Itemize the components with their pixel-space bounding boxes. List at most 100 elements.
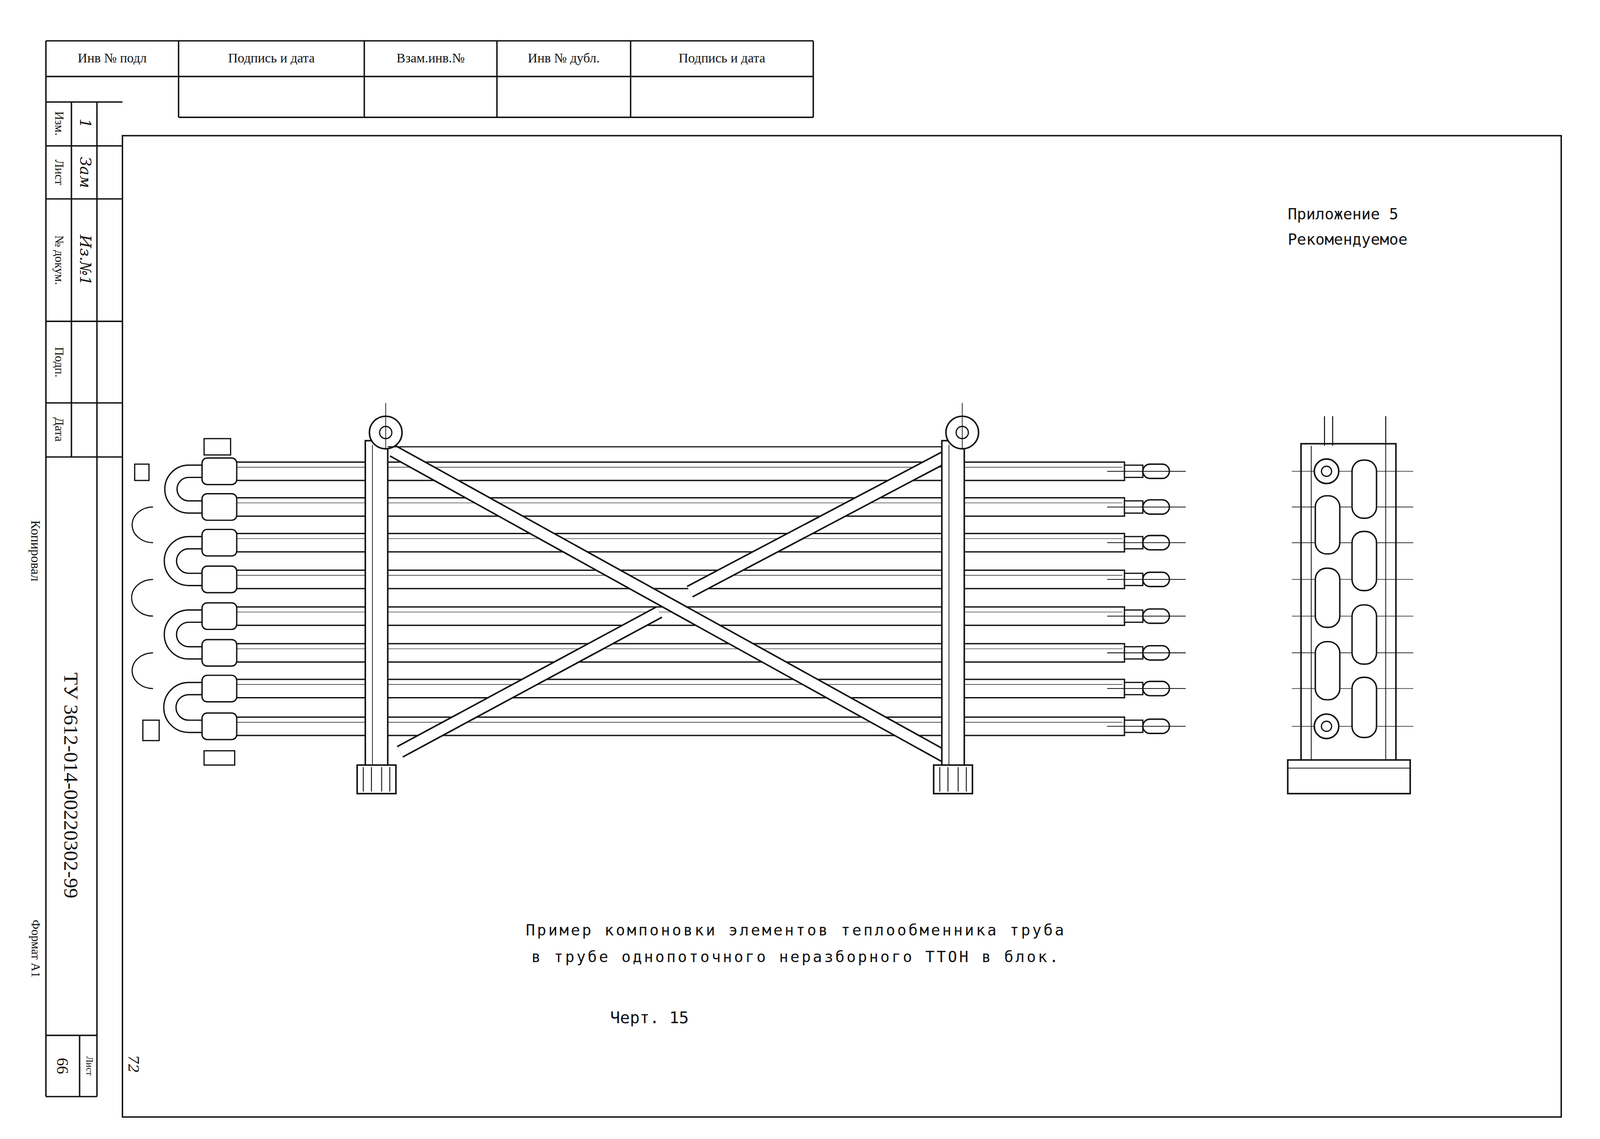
table-header: Инв № дубл. (496, 51, 631, 65)
return-bend (176, 477, 202, 501)
pipe-section (1314, 714, 1339, 739)
return-bend (176, 622, 202, 648)
center-line (1107, 615, 1186, 617)
center-line (1107, 726, 1186, 728)
center-line (1107, 506, 1186, 508)
table-line (96, 102, 98, 1098)
table-line (45, 456, 123, 458)
table-line (45, 402, 123, 404)
center-line (1107, 688, 1186, 690)
figure-number: Черт. 15 (610, 1010, 690, 1027)
bend-section (1352, 604, 1377, 665)
pipe-flange (202, 529, 238, 557)
foot-rib (389, 767, 391, 792)
revision-entry: Из.№1 (76, 234, 92, 286)
pipe-section (1314, 459, 1339, 484)
table-line (45, 145, 123, 147)
top-edge (387, 446, 943, 448)
table-line (45, 320, 123, 323)
frame-edge (1385, 445, 1387, 761)
diagonal-brace (392, 451, 952, 761)
front-view (131, 403, 1186, 795)
diagonal-brace (400, 612, 660, 753)
table-line (177, 40, 180, 118)
table-line (812, 40, 815, 118)
center-line (961, 403, 963, 449)
side-view (1287, 416, 1414, 794)
revision-entry: Зам (76, 156, 92, 188)
post (1385, 416, 1386, 446)
frame-edge (1310, 445, 1312, 761)
diagonal-brace (689, 456, 947, 592)
table-line (45, 198, 123, 200)
revision-header: Изм. (52, 111, 65, 136)
table-header: Подпись и дата (178, 51, 365, 65)
sheet-number: 66 (54, 1058, 71, 1075)
revision-header: № докум. (52, 235, 65, 286)
sheet-frame (45, 40, 1562, 1118)
appendix-label: Приложение 5 (1287, 207, 1399, 223)
fitting (204, 438, 231, 456)
revision-header: Дата (52, 417, 65, 442)
foot-rib (947, 767, 949, 792)
return-bend (176, 548, 202, 574)
foot-rib (939, 767, 941, 792)
fitting (142, 720, 160, 741)
sheet-label: Лист (84, 1056, 94, 1077)
table-line (45, 40, 814, 42)
center-line (385, 403, 387, 449)
post (1332, 416, 1334, 446)
drawing-border (122, 135, 1562, 1118)
post (1323, 416, 1325, 446)
fitting (134, 464, 150, 481)
foot-rib (371, 767, 372, 792)
table-header: Инв № подл (45, 51, 179, 65)
center-line (1107, 542, 1186, 544)
pipe-section (1321, 466, 1332, 477)
bend-section (1315, 641, 1340, 700)
bend-section (1352, 677, 1377, 738)
side-base (1287, 760, 1411, 794)
pipe-flange (202, 566, 238, 594)
table-line (363, 40, 365, 118)
return-bend (176, 695, 203, 721)
return-bend (163, 682, 203, 734)
diagonal-brace (392, 451, 952, 761)
pipe-flange (202, 639, 238, 667)
foot-rib (957, 767, 959, 792)
pipe-flange (202, 713, 238, 740)
support-column (365, 440, 388, 768)
center-line (1107, 579, 1186, 581)
side-frame (1300, 443, 1396, 763)
bend-section (1352, 531, 1377, 591)
table-line (45, 1034, 97, 1037)
return-bend (164, 610, 202, 660)
table-line (496, 40, 498, 118)
pipe-flange (202, 603, 238, 630)
center-line (1107, 471, 1186, 472)
support-foot (933, 765, 973, 794)
connecting-bend (132, 507, 153, 543)
return-bend (164, 465, 202, 514)
support-column (941, 440, 965, 768)
pipe-flange (202, 675, 238, 703)
appendix-label: Рекомендуемое (1287, 232, 1408, 248)
copied-by: Копировал (28, 520, 43, 582)
table-header: Взам.инв.№ (364, 51, 497, 65)
diagonal-brace (400, 612, 660, 753)
table-line (70, 102, 72, 458)
document-code: ТУ 3612-014-00220302-99 (61, 672, 82, 899)
base-edge (1287, 767, 1411, 769)
revision-header: Лист (52, 159, 65, 186)
sheet-format: Формат А1 (29, 919, 42, 978)
pipe-section (1321, 721, 1332, 732)
column-edge (948, 444, 950, 766)
column-edge (371, 444, 373, 766)
return-bend (164, 536, 202, 586)
connecting-bend (132, 652, 153, 689)
revision-header: Подп. (52, 347, 65, 378)
foot-rib (966, 767, 967, 792)
